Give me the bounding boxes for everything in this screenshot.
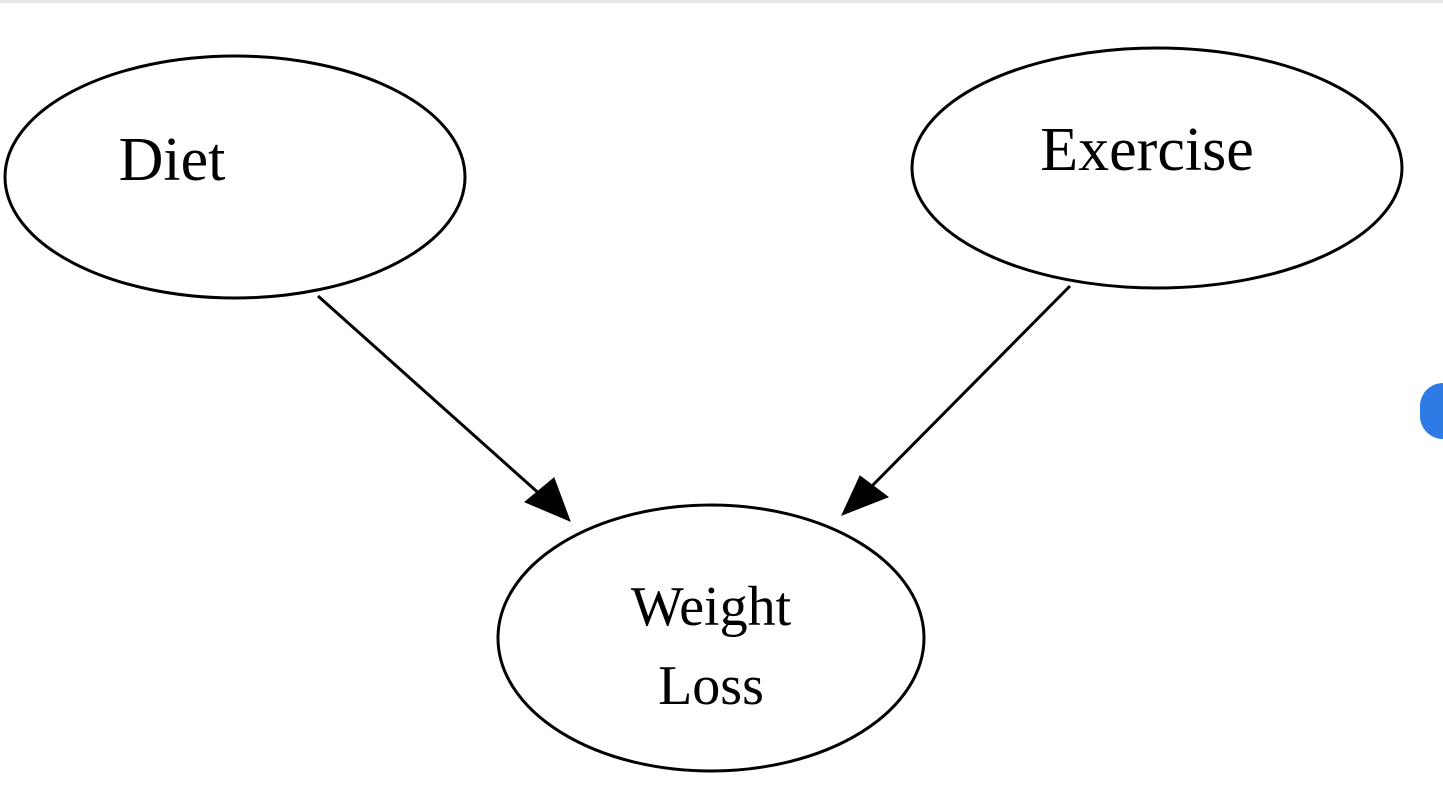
node-label-weight-loss-line-1: Weight — [631, 576, 792, 638]
edge-line — [317, 294, 544, 499]
edge-diet-to-weight-loss — [317, 294, 571, 522]
node-ellipse — [910, 46, 1404, 290]
arrow-head — [841, 475, 890, 516]
node-label-exercise: Exercise — [1040, 116, 1253, 184]
node-ellipse — [496, 503, 926, 773]
node-diet[interactable]: Diet — [3, 54, 467, 300]
edge-line — [866, 284, 1072, 492]
edge-exercise-to-weight-loss — [841, 284, 1072, 516]
node-label-weight-loss-line-2: Loss — [658, 655, 764, 717]
arrow-head — [524, 477, 571, 522]
node-weight-loss[interactable]: Weight Loss — [496, 503, 926, 773]
node-ellipse — [3, 54, 467, 300]
scroll-indicator-dot[interactable] — [1420, 383, 1443, 439]
node-exercise[interactable]: Exercise — [910, 46, 1404, 290]
top-divider — [0, 0, 1443, 3]
node-label-diet: Diet — [119, 126, 226, 194]
